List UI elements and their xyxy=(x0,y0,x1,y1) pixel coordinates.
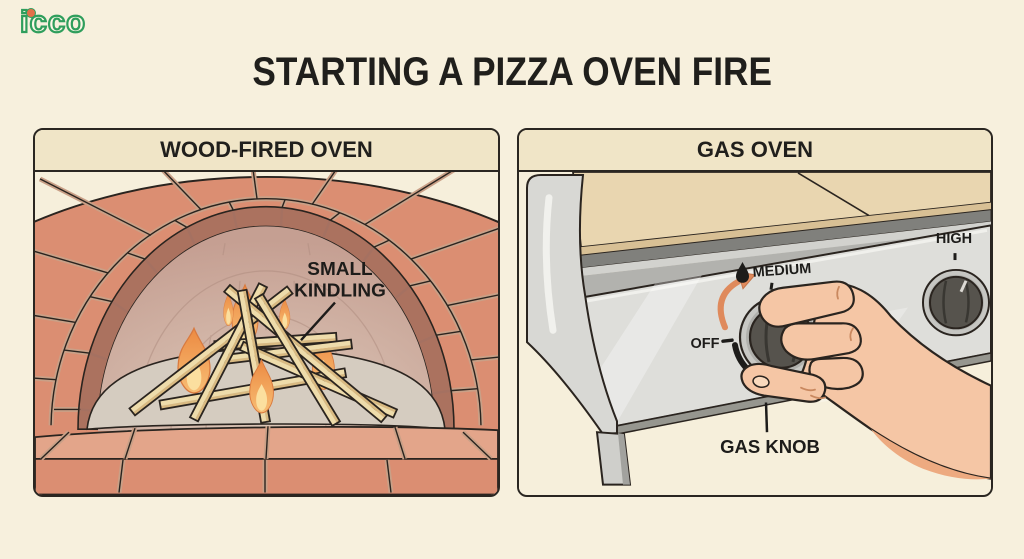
off-dash xyxy=(721,338,734,343)
medium-tick xyxy=(769,282,774,290)
thumb xyxy=(740,362,827,403)
high-label: HIGH xyxy=(936,231,972,247)
gas-knob-pointer-line xyxy=(764,402,769,433)
kindling-pointer-line xyxy=(300,301,336,341)
medium-label: MEDIUM xyxy=(752,261,812,281)
logo-dot-icon xyxy=(26,8,36,18)
wood-panel: WOOD-FIRED OVEN xyxy=(33,128,500,497)
svg-text:SMALL: SMALL xyxy=(307,259,372,280)
wood-oven-illustration: SMALL KINDLING xyxy=(35,172,498,495)
gas-oven-illustration: HIGH OFF MEDIUM xyxy=(519,172,991,495)
title-bar: STARTING A PIZZA OVEN FIRE xyxy=(0,50,1024,95)
index-finger xyxy=(758,280,855,328)
kindling-label: SMALL KINDLING xyxy=(294,259,386,341)
gas-knob-label: GAS KNOB xyxy=(720,436,820,457)
gas-panel-header: GAS OVEN xyxy=(519,130,991,172)
kindling-sticks xyxy=(128,282,399,428)
thumbnail xyxy=(752,375,770,388)
hearth-bricks xyxy=(35,426,498,495)
wood-panel-header: WOOD-FIRED OVEN xyxy=(35,130,498,172)
stone-seam xyxy=(797,172,870,217)
page-title: STARTING A PIZZA OVEN FIRE xyxy=(252,50,772,94)
brick-oven xyxy=(35,172,498,495)
svg-text:KINDLING: KINDLING xyxy=(294,281,386,302)
flame-icon xyxy=(736,262,749,283)
gas-panel: GAS OVEN HIGH xyxy=(517,128,993,497)
secondary-knob[interactable] xyxy=(922,268,990,337)
off-label: OFF xyxy=(691,336,720,352)
hand xyxy=(740,280,991,480)
